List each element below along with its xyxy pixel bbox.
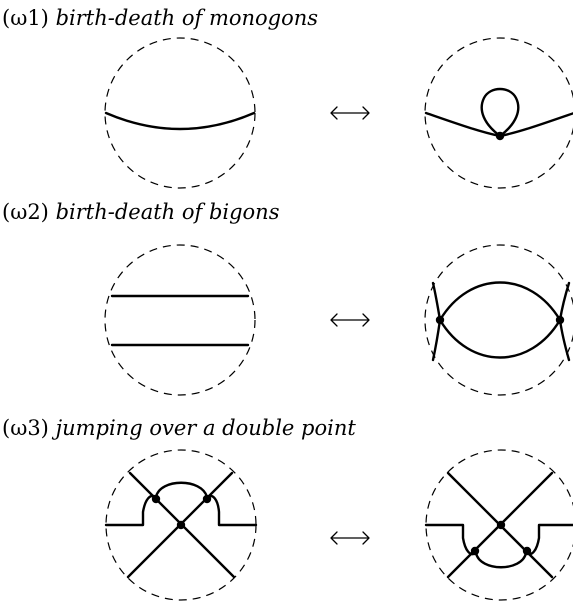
double-point-2 bbox=[202, 494, 212, 504]
monogon-loop bbox=[480, 87, 520, 138]
disk-boundary bbox=[104, 37, 256, 189]
move-1-left-disk bbox=[104, 37, 256, 189]
move-2-left-disk bbox=[104, 244, 256, 396]
double-point-2 bbox=[522, 546, 532, 556]
arc-strand bbox=[104, 481, 258, 527]
move-2-right-disk bbox=[424, 244, 573, 396]
double-point-1 bbox=[470, 546, 480, 556]
arc-strand bbox=[424, 523, 573, 569]
disk-boundary bbox=[425, 449, 573, 601]
strand-right bbox=[498, 112, 573, 138]
double-point-1 bbox=[151, 494, 161, 504]
move-2-description: birth-death of bigons bbox=[55, 200, 280, 224]
disk-boundary bbox=[424, 244, 573, 396]
move-2-arrow bbox=[330, 313, 370, 327]
move-3-description: jumping over a double point bbox=[55, 416, 356, 440]
double-point-center bbox=[496, 520, 506, 530]
move-2-caption: (ω2) birth-death of bigons bbox=[2, 200, 280, 224]
double-point-left bbox=[435, 315, 445, 325]
move-1-right-disk bbox=[424, 37, 573, 189]
disk-boundary bbox=[424, 37, 573, 189]
strand-left bbox=[424, 111, 502, 138]
move-3-caption: (ω3) jumping over a double point bbox=[2, 416, 356, 440]
strand-top bbox=[431, 281, 571, 322]
move-3-label: (ω3) bbox=[2, 416, 49, 440]
strand-bottom bbox=[431, 318, 571, 362]
double-point-right bbox=[555, 315, 565, 325]
move-2-label: (ω2) bbox=[2, 200, 49, 224]
double-point-center bbox=[176, 520, 186, 530]
move-1-label: (ω1) bbox=[2, 6, 49, 30]
double-point bbox=[495, 131, 505, 141]
strand bbox=[104, 111, 256, 131]
move-3-right-disk bbox=[424, 449, 573, 601]
move-3-left-disk bbox=[104, 449, 258, 601]
disk-boundary bbox=[104, 244, 256, 396]
move-1-description: birth-death of monogons bbox=[55, 6, 319, 30]
move-1-arrow bbox=[330, 106, 370, 120]
move-1-caption: (ω1) birth-death of monogons bbox=[2, 6, 318, 30]
move-3-arrow bbox=[330, 531, 370, 545]
